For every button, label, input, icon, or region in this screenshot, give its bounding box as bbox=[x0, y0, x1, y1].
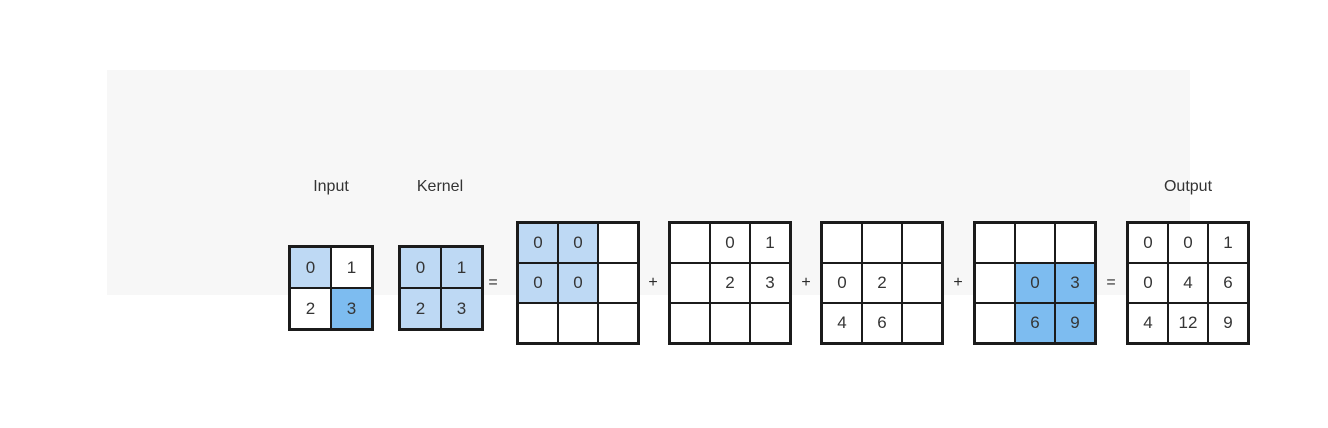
grid-cell: 0 bbox=[559, 264, 597, 302]
grid-cell: 4 bbox=[823, 304, 861, 342]
grid-cell: 3 bbox=[442, 289, 481, 328]
grid-cell: 1 bbox=[332, 248, 371, 287]
grid-cell: 6 bbox=[1016, 304, 1054, 342]
grid-cell: 2 bbox=[401, 289, 440, 328]
grid-cell: 2 bbox=[291, 289, 330, 328]
grid-cell: 9 bbox=[1209, 304, 1247, 342]
grid-cell bbox=[559, 304, 597, 342]
grid-cell: 0 bbox=[711, 224, 749, 262]
grid-cell bbox=[751, 304, 789, 342]
grid-cell: 1 bbox=[1209, 224, 1247, 262]
grid-cell bbox=[823, 224, 861, 262]
grid-cell: 0 bbox=[823, 264, 861, 302]
grid-cell bbox=[519, 304, 557, 342]
plus-sign: + bbox=[801, 274, 811, 291]
grid-cell bbox=[1016, 224, 1054, 262]
grid-cell bbox=[903, 264, 941, 302]
grid-cell: 9 bbox=[1056, 304, 1094, 342]
grid-cell bbox=[671, 224, 709, 262]
grid-cell bbox=[976, 304, 1014, 342]
grid-cell: 12 bbox=[1169, 304, 1207, 342]
grid-cell: 3 bbox=[1056, 264, 1094, 302]
grid-cell bbox=[599, 224, 637, 262]
equals-sign: = bbox=[1106, 274, 1116, 291]
output-label: Output bbox=[1163, 178, 1213, 195]
grid-cell: 1 bbox=[751, 224, 789, 262]
grid-cell: 4 bbox=[1129, 304, 1167, 342]
grid-cell bbox=[976, 264, 1014, 302]
grid-cell: 0 bbox=[519, 224, 557, 262]
grid-cell bbox=[1056, 224, 1094, 262]
grid-cell bbox=[863, 224, 901, 262]
grid-cell bbox=[903, 304, 941, 342]
grid-cell: 6 bbox=[1209, 264, 1247, 302]
grid-cell: 3 bbox=[751, 264, 789, 302]
grid-cell: 4 bbox=[1169, 264, 1207, 302]
kernel-label: Kernel bbox=[416, 178, 464, 195]
grid-cell: 3 bbox=[332, 289, 371, 328]
grid-cell: 2 bbox=[711, 264, 749, 302]
grid-cell bbox=[671, 304, 709, 342]
grid-cell bbox=[671, 264, 709, 302]
equals-sign: = bbox=[488, 274, 498, 291]
grid-cell: 0 bbox=[401, 248, 440, 287]
grid-cell: 0 bbox=[519, 264, 557, 302]
grid-cell bbox=[976, 224, 1014, 262]
grid-cell: 2 bbox=[863, 264, 901, 302]
grid-cell: 1 bbox=[442, 248, 481, 287]
grid-cell bbox=[599, 264, 637, 302]
grid-cell: 0 bbox=[1169, 224, 1207, 262]
grid-cell bbox=[599, 304, 637, 342]
grid-cell bbox=[903, 224, 941, 262]
grid-cell: 0 bbox=[559, 224, 597, 262]
grid-cell: 0 bbox=[1016, 264, 1054, 302]
plus-sign: + bbox=[953, 274, 963, 291]
grid-cell: 0 bbox=[1129, 224, 1167, 262]
grid-cell: 0 bbox=[1129, 264, 1167, 302]
grid-cell bbox=[711, 304, 749, 342]
grid-cell: 0 bbox=[291, 248, 330, 287]
plus-sign: + bbox=[648, 274, 658, 291]
input-label: Input bbox=[313, 178, 349, 195]
grid-cell: 6 bbox=[863, 304, 901, 342]
